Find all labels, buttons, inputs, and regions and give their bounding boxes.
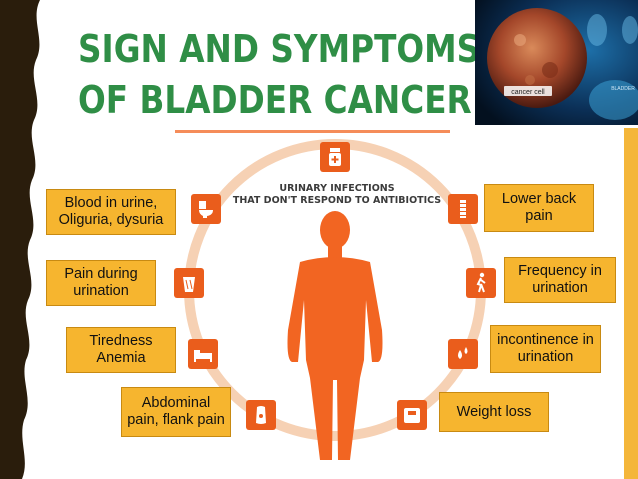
spine-icon: [448, 194, 478, 224]
page-title-line-2: OF BLADDER CANCER: [78, 78, 472, 122]
toilet-icon: [191, 194, 221, 224]
page-title-line-1: SIGN AND SYMPTOMS: [78, 27, 481, 71]
center-heading-line-1: URINARY INFECTIONS: [279, 183, 395, 194]
symptom-blood-in-urine: Blood in urine, Oliguria, dysuria: [46, 189, 176, 235]
scale-icon: [397, 400, 427, 430]
human-figure: [287, 211, 383, 460]
center-heading: URINARY INFECTIONS THAT DON'T RESPOND TO…: [228, 183, 446, 207]
abdomen-icon: [246, 400, 276, 430]
symptom-weight-loss: Weight loss: [439, 392, 549, 432]
right-accent-bar: [624, 128, 638, 479]
left-edge-decoration: [0, 0, 40, 479]
cancer-cell-photo: cancer cell BLADDER: [475, 0, 638, 125]
cancer-cell-label: cancer cell: [511, 89, 545, 96]
medicine-bottle-icon: [320, 142, 350, 172]
droplets-icon: [448, 339, 478, 369]
bladder-label: BLADDER: [611, 86, 635, 92]
bed-icon: [188, 339, 218, 369]
center-heading-line-2: THAT DON'T RESPOND TO ANTIBIOTICS: [232, 195, 442, 206]
symptom-pain-urination: Pain during urination: [46, 260, 156, 306]
trash-bin-icon: [174, 268, 204, 298]
walking-man-icon: [466, 268, 496, 298]
symptom-incontinence: incontinence in urination: [490, 325, 601, 373]
symptom-frequency: Frequency in urination: [504, 257, 616, 303]
symptom-tiredness: Tiredness Anemia: [66, 327, 176, 373]
symptom-abdominal-pain: Abdominal pain, flank pain: [121, 387, 231, 437]
symptom-lower-back-pain: Lower back pain: [484, 184, 594, 232]
